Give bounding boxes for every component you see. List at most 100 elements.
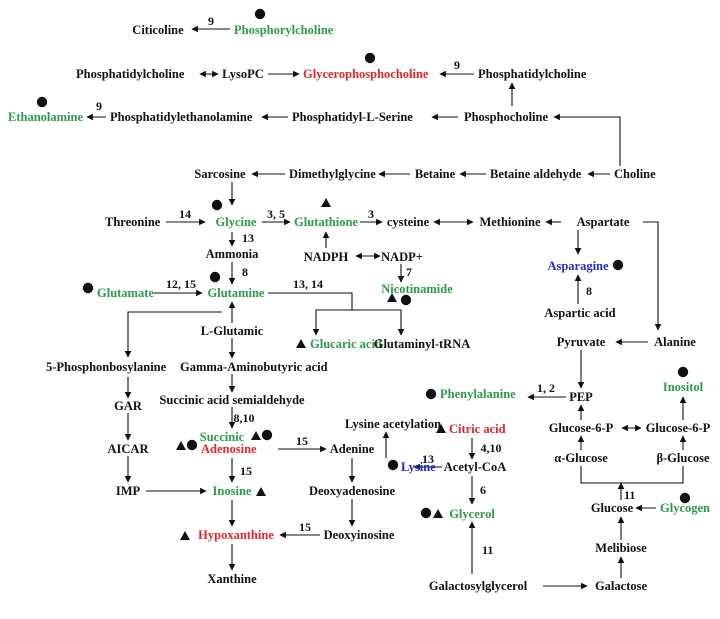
node-glucose6p-right: Glucose-6-P [646, 421, 711, 435]
node-deoxyinosine: Deoxyinosine [324, 528, 395, 542]
node-deoxyadenosine: Deoxyadenosine [309, 484, 396, 498]
edge-glutamine-branch [268, 292, 353, 336]
dot-marker [82, 282, 94, 294]
node-phosphatidylcholine-right: Phosphatidylcholine [478, 67, 587, 81]
node-glycerophosphocholine: Glycerophosphocholine [303, 67, 429, 81]
triangle-marker [251, 431, 261, 440]
triangle-marker [387, 293, 397, 302]
node-inositol: Inositol [663, 380, 704, 394]
dot-marker [36, 96, 48, 108]
triangle-marker [433, 509, 443, 518]
edge-label: 4,10 [481, 441, 502, 455]
node-glutathione: Glutathione [294, 215, 358, 229]
node-hypoxanthine: Hypoxanthine [198, 528, 274, 542]
edge-labels: 9 9 9 14 3, 5 3 13 8 12, 15 13, 14 7 8 1… [96, 14, 635, 557]
dot-marker [679, 492, 691, 504]
node-galactose: Galactose [595, 579, 648, 593]
node-l-glutamic: L-Glutamic [201, 324, 264, 338]
node-phenylalanine: Phenylalanine [440, 387, 516, 401]
edge-glucose-anomers [580, 466, 684, 484]
dot-marker [364, 52, 376, 64]
edge-label: 6 [480, 483, 486, 497]
node-alpha-glucose: α-Glucose [554, 451, 608, 465]
node-phosphatidylcholine-left: Phosphatidylcholine [76, 67, 185, 81]
node-inosine: Inosine [213, 484, 252, 498]
edge-label: 11 [624, 488, 635, 502]
triangle-marker [321, 198, 331, 207]
node-citric-acid: Citric acid [449, 422, 506, 436]
node-glucose6p-left: Glucose-6-P [549, 421, 614, 435]
dot-marker [186, 439, 198, 451]
node-betaine: Betaine [415, 167, 456, 181]
node-imp: IMP [116, 484, 141, 498]
edge-label: 11 [482, 543, 493, 557]
triangle-marker [176, 441, 186, 450]
edge-label: 9 [454, 58, 460, 72]
node-gaba: Gamma-Aminobutyric acid [180, 360, 328, 374]
node-pep: PEP [569, 390, 593, 404]
node-threonine: Threonine [105, 215, 161, 229]
node-glycerol: Glycerol [449, 507, 495, 521]
dot-marker [254, 8, 266, 20]
node-glucaric-acid: Glucaric acid [310, 337, 382, 351]
edge-label: 8 [242, 265, 248, 279]
node-methionine: Methionine [479, 215, 541, 229]
node-pyruvate: Pyruvate [557, 335, 606, 349]
node-phosphocholine: Phosphocholine [464, 110, 549, 124]
edge-label: 13 [242, 231, 254, 245]
node-aspartic-acid: Aspartic acid [544, 306, 615, 320]
dot-marker [677, 366, 689, 378]
node-adenine: Adenine [330, 442, 375, 456]
node-asparagine: Asparagine [547, 259, 609, 273]
metabolite-nodes: Citicoline Phosphorylcholine Phosphatidy… [8, 23, 711, 593]
node-galactosylglycerol: Galactosylglycerol [429, 579, 528, 593]
node-succinic: Succinic [200, 430, 245, 444]
edge-glutamine-trna [352, 309, 405, 336]
node-ammonia: Ammonia [206, 247, 260, 261]
node-phosphonbosylanine: 5-Phosphonbosylanine [46, 360, 167, 374]
significance-markers [36, 8, 691, 540]
node-nadp: NADP+ [381, 250, 423, 264]
node-sarcosine: Sarcosine [194, 167, 246, 181]
node-acetyl-coa: Acetyl-CoA [444, 460, 506, 474]
node-alanine: Alanine [654, 335, 696, 349]
node-ethanolamine: Ethanolamine [8, 110, 83, 124]
dot-marker [612, 259, 624, 271]
edge-label: 7 [406, 265, 412, 279]
edge-label: 8,10 [234, 411, 255, 425]
node-lysopc: LysoPC [222, 67, 264, 81]
node-adenosine: Adenosine [201, 442, 257, 456]
dot-marker [209, 271, 221, 283]
triangle-marker [296, 339, 306, 348]
node-phosphatidylethanolamine: Phosphatidylethanolamine [110, 110, 253, 124]
dot-marker [420, 507, 432, 519]
node-citicoline: Citicoline [132, 23, 184, 37]
node-aicar: AICAR [108, 442, 150, 456]
edge-label: 13 [422, 452, 434, 466]
dot-marker [387, 459, 399, 471]
node-cysteine: cysteine [387, 215, 430, 229]
node-lysine: Lysine [401, 460, 436, 474]
edge-label: 3 [368, 207, 374, 221]
node-glutamate: Glutamate [97, 286, 154, 300]
edge-label: 13, 14 [293, 277, 323, 291]
node-glutaminyl-trna: Glutaminyl-tRNA [374, 337, 471, 351]
edge-label: 9 [96, 99, 102, 113]
edge-label: 15 [296, 434, 308, 448]
edge-label: 15 [240, 464, 252, 478]
edge-label: 12, 15 [166, 277, 196, 291]
edge-label: 9 [208, 14, 214, 28]
dot-marker [400, 294, 412, 306]
edge-label: 3, 5 [267, 207, 285, 221]
node-glycine: Glycine [216, 215, 257, 229]
edge-glutamine-phosphonbosylanine [124, 311, 222, 358]
node-betaine-aldehyde: Betaine aldehyde [490, 167, 582, 181]
edge-aspartate-alanine [643, 221, 662, 331]
edge-label: 14 [179, 207, 191, 221]
edge-label: 15 [299, 520, 311, 534]
dot-marker [425, 388, 437, 400]
triangle-marker [180, 531, 190, 540]
triangle-marker [256, 487, 266, 496]
dot-marker [211, 199, 223, 211]
